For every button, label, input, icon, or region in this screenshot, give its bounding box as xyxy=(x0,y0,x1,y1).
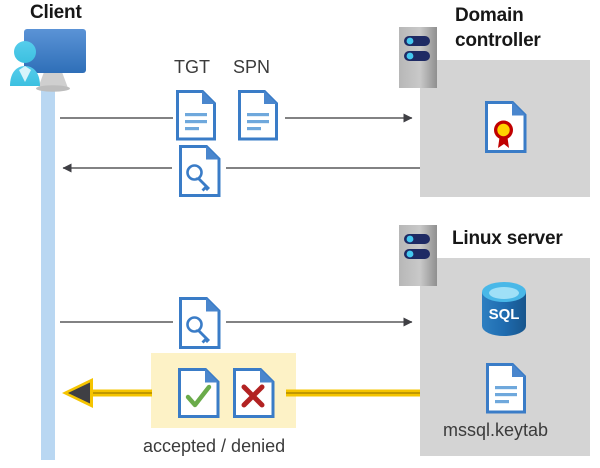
denied-document-icon xyxy=(232,367,276,419)
keytab-document-icon xyxy=(485,362,527,414)
accepted-document-icon xyxy=(177,367,221,419)
client-workstation-icon xyxy=(6,26,98,94)
sql-database-icon: SQL xyxy=(479,281,529,337)
linux-server-rack-icon xyxy=(399,225,437,286)
key-document-icon-ticket xyxy=(178,144,222,198)
client-title: Client xyxy=(30,2,82,23)
svg-text:SQL: SQL xyxy=(489,306,520,323)
key-document-icon-auth xyxy=(178,296,222,350)
tgt-label: TGT xyxy=(174,57,210,77)
spn-label: SPN xyxy=(233,57,271,77)
linux-server-title: Linux server xyxy=(452,228,563,249)
domain-controller-title-line2: controller xyxy=(455,30,541,51)
domain-controller-server-rack-icon xyxy=(399,27,437,88)
client-lifeline xyxy=(41,88,55,460)
domain-controller-title-line1: Domain xyxy=(455,5,524,26)
spn-document-icon xyxy=(237,89,279,141)
tgt-document-icon xyxy=(175,89,217,141)
accepted-denied-label: accepted / denied xyxy=(143,436,286,456)
keytab-label: mssql.keytab xyxy=(443,420,549,440)
certificate-document-icon xyxy=(484,100,528,154)
